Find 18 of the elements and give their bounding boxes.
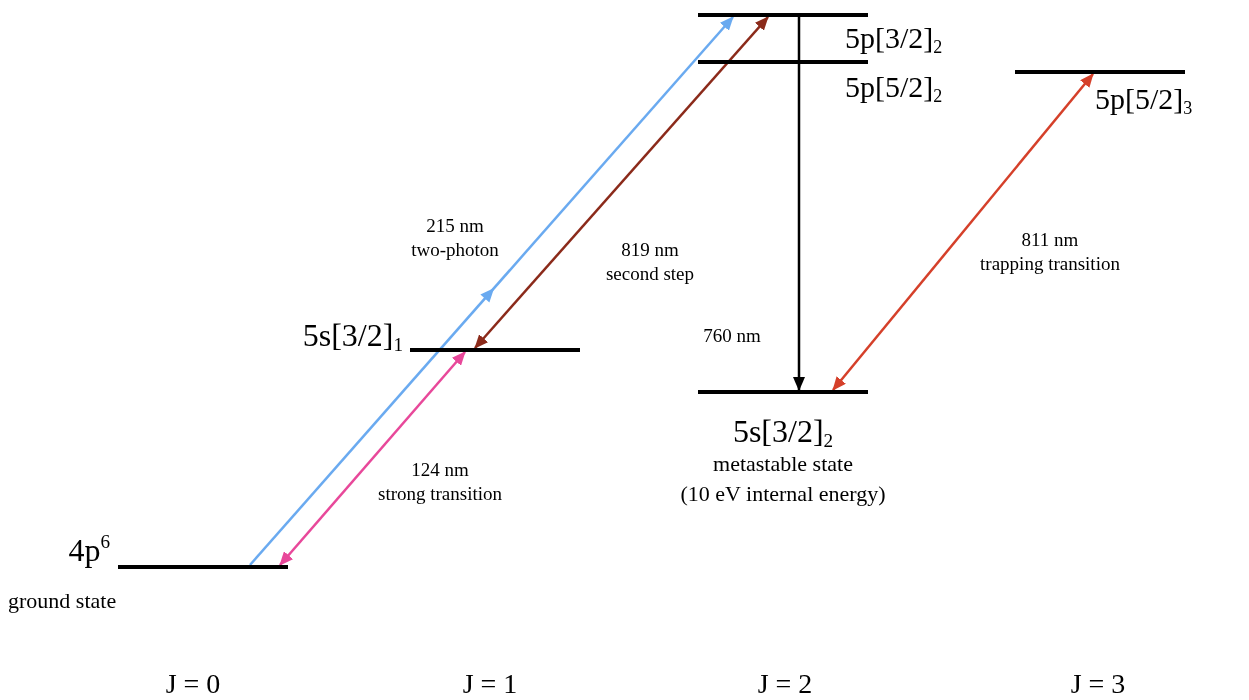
level-description: ground state: [8, 589, 118, 614]
arrow: [793, 17, 805, 391]
quantum-number-label: J = 2: [757, 668, 813, 700]
level-description: (10 eV internal energy): [679, 482, 887, 507]
arrow: [832, 73, 1094, 391]
arrow: [474, 16, 769, 349]
level-label: 5p[5/2]$_{3}$: [1095, 82, 1194, 119]
level-label: 5s[3/2]$_{1}$: [302, 318, 403, 355]
quantum-number-label: J = 3: [1070, 668, 1126, 700]
quantum-number-label: J = 1: [462, 668, 518, 700]
quantum-number-label: J = 0: [165, 668, 221, 700]
level-label: 5p[3/2]$_{2}$: [845, 21, 944, 58]
arrow: [279, 351, 466, 566]
level-label: 5p[5/2]$_{2}$: [845, 70, 944, 107]
level-label: 5s[3/2]$_{2}$: [731, 414, 835, 451]
level-label: 4p$^{6}$: [68, 531, 110, 569]
level-description: metastable state: [712, 452, 854, 477]
arrow: [249, 16, 734, 566]
